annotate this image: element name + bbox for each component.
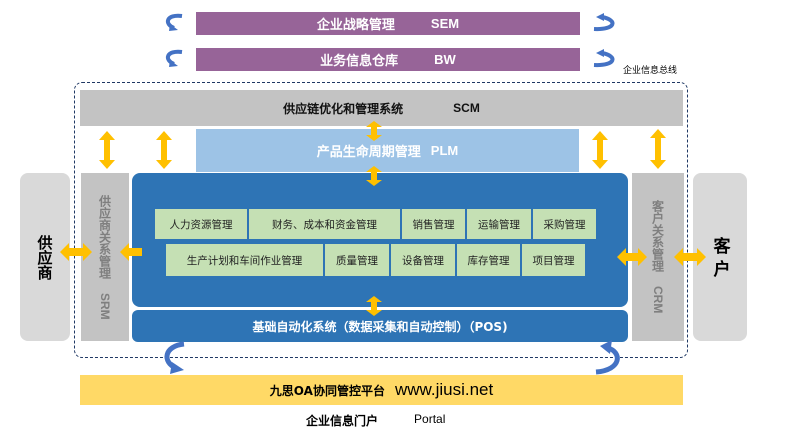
portal-label-row: 企业信息门户 Portal	[306, 412, 445, 429]
double-arrow-vertical-icon	[366, 121, 382, 141]
bw-abbr: BW	[434, 52, 456, 67]
curved-arrow-up-icon	[595, 340, 620, 375]
oa-url-link[interactable]: www.jiusi.net	[394, 380, 494, 399]
module-project[interactable]: 项目管理	[522, 244, 585, 276]
module-sales[interactable]: 销售管理	[402, 209, 465, 239]
plm-abbr: PLM	[430, 143, 459, 158]
enterprise-boundary	[74, 82, 688, 358]
crm-abbr: CRM	[651, 286, 665, 314]
bw-bar: 业务信息仓库 BW	[196, 48, 580, 71]
double-arrow-vertical-icon	[650, 129, 666, 169]
plm-bar: 产品生命周期管理 PLM	[196, 129, 579, 172]
module-transport[interactable]: 运输管理	[467, 209, 531, 239]
erp-core	[132, 173, 628, 307]
module-hr[interactable]: 人力资源管理	[155, 209, 247, 239]
supplier-label: 供应商	[35, 234, 54, 280]
portal-abbr: Portal	[414, 412, 446, 426]
sem-bar: 企业战略管理 SEM	[196, 12, 580, 35]
module-quality[interactable]: 质量管理	[325, 244, 389, 276]
curved-arrow-down-icon	[164, 341, 185, 374]
curved-arrow-left-icon	[165, 49, 183, 67]
scm-bar: 供应链优化和管理系统 SCM	[80, 90, 683, 126]
oa-label: 九思OA协同管控平台	[269, 383, 385, 398]
double-arrow-horizontal-icon	[617, 248, 647, 266]
srm-label: 供应商关系管理	[97, 194, 112, 279]
supplier-box: 供应商	[20, 173, 70, 341]
modules-row-1: 人力资源管理 财务、成本和资金管理 销售管理 运输管理 采购管理	[155, 209, 596, 239]
curved-arrow-right-icon	[593, 49, 615, 68]
oa-platform-bar: 九思OA协同管控平台 www.jiusi.net	[80, 375, 683, 405]
double-arrow-vertical-icon	[592, 131, 608, 169]
customer-label: 客 户	[709, 237, 730, 277]
bus-label: 企业信息总线	[623, 66, 678, 76]
double-arrow-vertical-icon	[99, 131, 115, 169]
curved-arrow-right-icon	[593, 13, 615, 32]
module-inventory[interactable]: 库存管理	[457, 244, 520, 276]
double-arrow-vertical-icon	[366, 166, 382, 186]
plm-label: 产品生命周期管理	[316, 145, 421, 160]
srm-abbr: SRM	[98, 292, 112, 320]
double-arrow-horizontal-icon	[120, 243, 142, 261]
double-arrow-horizontal-icon	[60, 243, 92, 261]
module-purchase[interactable]: 采购管理	[533, 209, 596, 239]
crm-label: 客户关系管理	[650, 200, 665, 273]
double-arrow-vertical-icon	[366, 296, 382, 316]
pos-bar: 基础自动化系统（数据采集和自动控制）（POS)	[132, 310, 628, 342]
sem-abbr: SEM	[430, 16, 460, 31]
srm-bar: 供应商关系管理 SRM	[81, 173, 129, 341]
pos-label: 基础自动化系统（数据采集和自动控制）（POS)	[252, 319, 508, 334]
sem-label: 企业战略管理	[316, 18, 395, 33]
module-finance[interactable]: 财务、成本和资金管理	[249, 209, 400, 239]
modules-row-2: 生产计划和车间作业管理 质量管理 设备管理 库存管理 项目管理	[166, 244, 585, 276]
scm-abbr: SCM	[453, 101, 480, 115]
scm-label: 供应链优化和管理系统	[283, 101, 404, 116]
curved-arrow-left-icon	[165, 13, 183, 31]
module-equipment[interactable]: 设备管理	[391, 244, 455, 276]
double-arrow-horizontal-icon	[674, 248, 706, 266]
double-arrow-vertical-icon	[156, 131, 172, 169]
module-production[interactable]: 生产计划和车间作业管理	[166, 244, 323, 276]
bw-label: 业务信息仓库	[320, 54, 399, 69]
portal-label: 企业信息门户	[306, 414, 379, 428]
